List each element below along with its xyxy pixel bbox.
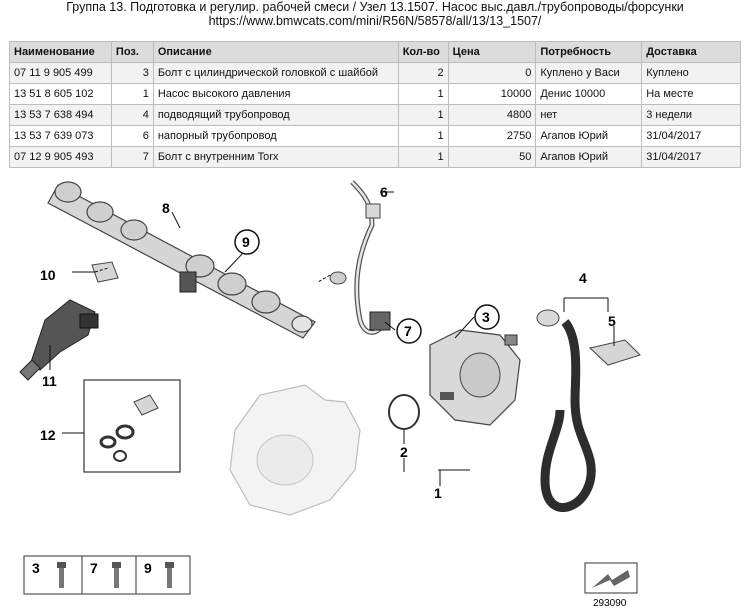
- bolt-9-icon: [165, 562, 174, 588]
- cell-qty[interactable]: 1: [397, 83, 449, 105]
- table-row[interactable]: 13 51 8 605 102 1 Насос высокого давлени…: [9, 83, 741, 105]
- callout-2[interactable]: 2: [400, 444, 408, 460]
- cell-price[interactable]: 4800: [447, 104, 537, 126]
- column-header-part[interactable]: Наименование: [9, 41, 112, 63]
- diagram-stamp: 293090: [584, 562, 638, 609]
- cell-part[interactable]: 13 51 8 605 102: [9, 83, 112, 105]
- legend-label-3: 3: [32, 560, 40, 576]
- cell-desc[interactable]: подводящий трубопровод: [152, 104, 399, 126]
- seal-kit-box[interactable]: [83, 379, 181, 473]
- cell-pos[interactable]: 7: [110, 146, 154, 168]
- callout-leaders: [49, 191, 615, 486]
- callout-8[interactable]: 8: [162, 200, 170, 216]
- fuel-rail-drawing[interactable]: [47, 181, 316, 339]
- cell-delivery[interactable]: 31/04/2017: [641, 146, 741, 168]
- callout-7-circle[interactable]: 7: [396, 318, 422, 344]
- page-title: Группа 13. Подготовка и регулир. рабочей…: [66, 0, 684, 14]
- callout-7: 7: [404, 323, 412, 339]
- cell-need[interactable]: Агапов Юрий: [535, 146, 643, 168]
- cell-need[interactable]: нет: [535, 104, 643, 126]
- cell-price[interactable]: 10000: [447, 83, 537, 105]
- cell-part[interactable]: 13 53 7 638 494: [9, 104, 112, 126]
- legend-label-9: 9: [144, 560, 152, 576]
- page-header: Группа 13. Подготовка и регулир. рабочей…: [0, 0, 750, 28]
- table-row[interactable]: 07 12 9 905 493 7 Болт с внутренним Torx…: [9, 146, 741, 168]
- cell-qty[interactable]: 1: [397, 146, 449, 168]
- feed-line-drawing[interactable]: [536, 309, 596, 512]
- holder-drawing[interactable]: [588, 339, 641, 366]
- cell-part[interactable]: 07 11 9 905 499: [9, 62, 112, 84]
- cell-need[interactable]: Куплено у Васи: [535, 62, 643, 84]
- callout-3-circle[interactable]: 3: [474, 304, 500, 330]
- cell-need[interactable]: Агапов Юрий: [535, 125, 643, 147]
- cell-part[interactable]: 13 53 7 639 073: [9, 125, 112, 147]
- cell-price[interactable]: 2750: [447, 125, 537, 147]
- pressure-line-drawing[interactable]: [329, 180, 391, 335]
- callout-4[interactable]: 4: [579, 270, 587, 286]
- bolt-7-icon: [112, 562, 121, 588]
- callout-6[interactable]: 6: [380, 184, 388, 200]
- column-header-delivery[interactable]: Доставка: [641, 41, 741, 63]
- bolt-legend: 3 7 9: [23, 555, 191, 595]
- bolt-3-icon: [57, 562, 66, 588]
- column-header-qty[interactable]: Кол-во: [397, 41, 449, 63]
- callout-9: 9: [242, 234, 250, 250]
- cell-need[interactable]: Денис 10000: [535, 83, 643, 105]
- diagram-number: 293090: [593, 598, 627, 609]
- cell-desc[interactable]: напорный трубопровод: [152, 125, 399, 147]
- clip-drawing[interactable]: [91, 261, 119, 283]
- cell-pos[interactable]: 4: [110, 104, 154, 126]
- callout-5[interactable]: 5: [608, 313, 616, 329]
- arrow-icon: [592, 570, 630, 588]
- cell-price[interactable]: 50: [447, 146, 537, 168]
- cell-qty[interactable]: 1: [397, 125, 449, 147]
- column-header-need[interactable]: Потребность: [535, 41, 643, 63]
- cell-desc[interactable]: Болт с цилиндрической головкой с шайбой: [152, 62, 399, 84]
- callout-1[interactable]: 1: [434, 485, 442, 501]
- column-header-price[interactable]: Цена: [447, 41, 537, 63]
- callout-11[interactable]: 11: [42, 373, 57, 389]
- cell-delivery[interactable]: Куплено: [641, 62, 741, 84]
- table-row[interactable]: 07 11 9 905 499 3 Болт с цилиндрической …: [9, 62, 741, 84]
- cell-pos[interactable]: 6: [110, 125, 154, 147]
- cell-delivery[interactable]: На месте: [641, 83, 741, 105]
- parts-diagram: 8 6 10 11 12 4 5 2 1 9 7 3 3 7 9: [19, 180, 641, 609]
- callout-12[interactable]: 12: [40, 427, 56, 443]
- callout-3: 3: [482, 309, 490, 325]
- cell-delivery[interactable]: 31/04/2017: [641, 125, 741, 147]
- injector-drawing[interactable]: [19, 299, 99, 381]
- parts-table: Наименование Поз. Описание Кол-во Цена П…: [9, 41, 741, 168]
- cell-qty[interactable]: 1: [397, 104, 449, 126]
- cell-pos[interactable]: 3: [110, 62, 154, 84]
- high-pressure-pump-drawing[interactable]: [429, 329, 521, 426]
- page-url: https://www.bmwcats.com/mini/R56N/58578/…: [208, 14, 542, 28]
- o-ring-drawing[interactable]: [388, 394, 420, 430]
- table-row[interactable]: 13 53 7 638 494 4 подводящий трубопровод…: [9, 104, 741, 126]
- cell-part[interactable]: 07 12 9 905 493: [9, 146, 112, 168]
- callout-9-circle[interactable]: 9: [234, 229, 260, 255]
- pump-housing-drawing: [229, 384, 361, 516]
- cell-price[interactable]: 0: [447, 62, 537, 84]
- cell-desc[interactable]: Насос высокого давления: [152, 83, 399, 105]
- cell-desc[interactable]: Болт с внутренним Torx: [152, 146, 399, 168]
- table-row[interactable]: 13 53 7 639 073 6 напорный трубопровод 1…: [9, 125, 741, 147]
- column-header-pos[interactable]: Поз.: [110, 41, 154, 63]
- table-header-row: Наименование Поз. Описание Кол-во Цена П…: [9, 41, 741, 63]
- legend-label-7: 7: [90, 560, 98, 576]
- cell-qty[interactable]: 2: [397, 62, 449, 84]
- column-header-desc[interactable]: Описание: [152, 41, 399, 63]
- cell-pos[interactable]: 1: [110, 83, 154, 105]
- callout-10[interactable]: 10: [40, 267, 56, 283]
- cell-delivery[interactable]: 3 недели: [641, 104, 741, 126]
